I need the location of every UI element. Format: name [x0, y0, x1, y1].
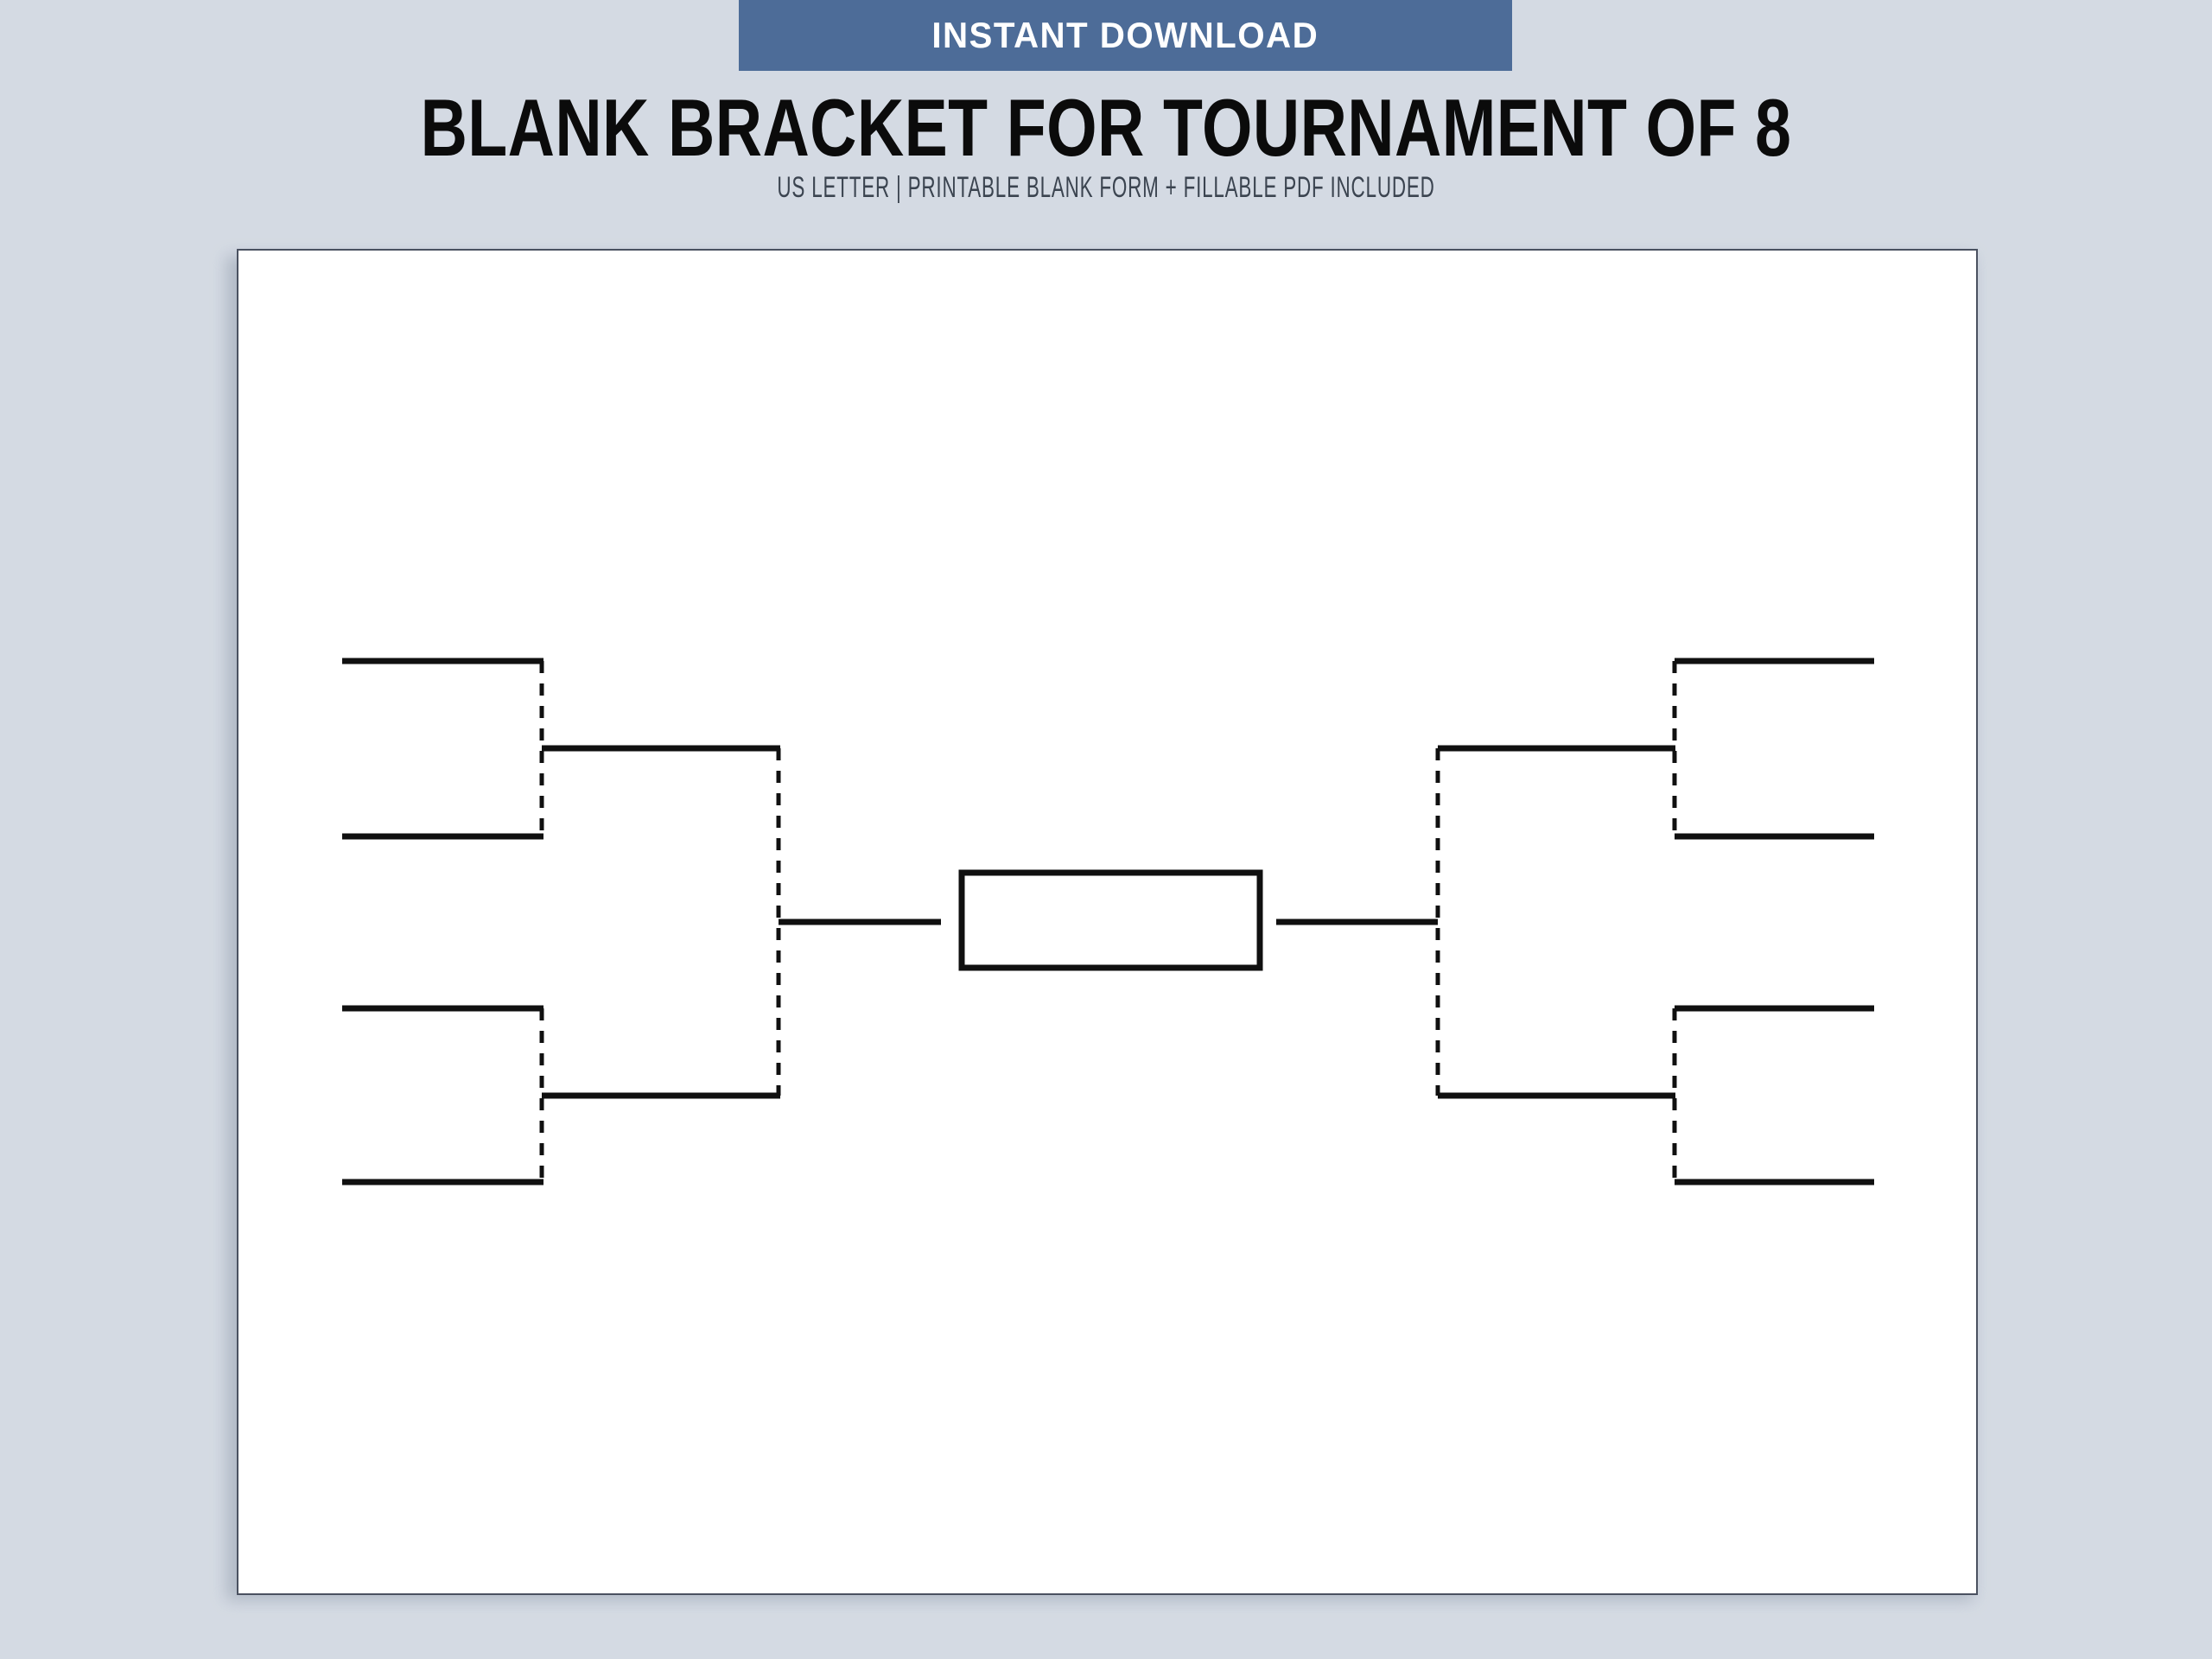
instant-download-label: INSTANT DOWNLOAD [931, 15, 1319, 55]
champion-box[interactable] [958, 869, 1263, 971]
page-title: BLANK BRACKET FOR TOURNAMENT OF 8 [420, 82, 1792, 173]
header: INSTANT DOWNLOAD BLANK BRACKET FOR TOURN… [0, 0, 2212, 216]
instant-download-badge: INSTANT DOWNLOAD [739, 0, 1512, 71]
bracket-svg [342, 658, 1874, 1185]
page-subtitle: US LETTER | PRINTABLE BLANK FORM + FILLA… [777, 171, 1435, 204]
bracket-diagram [237, 249, 1978, 1595]
